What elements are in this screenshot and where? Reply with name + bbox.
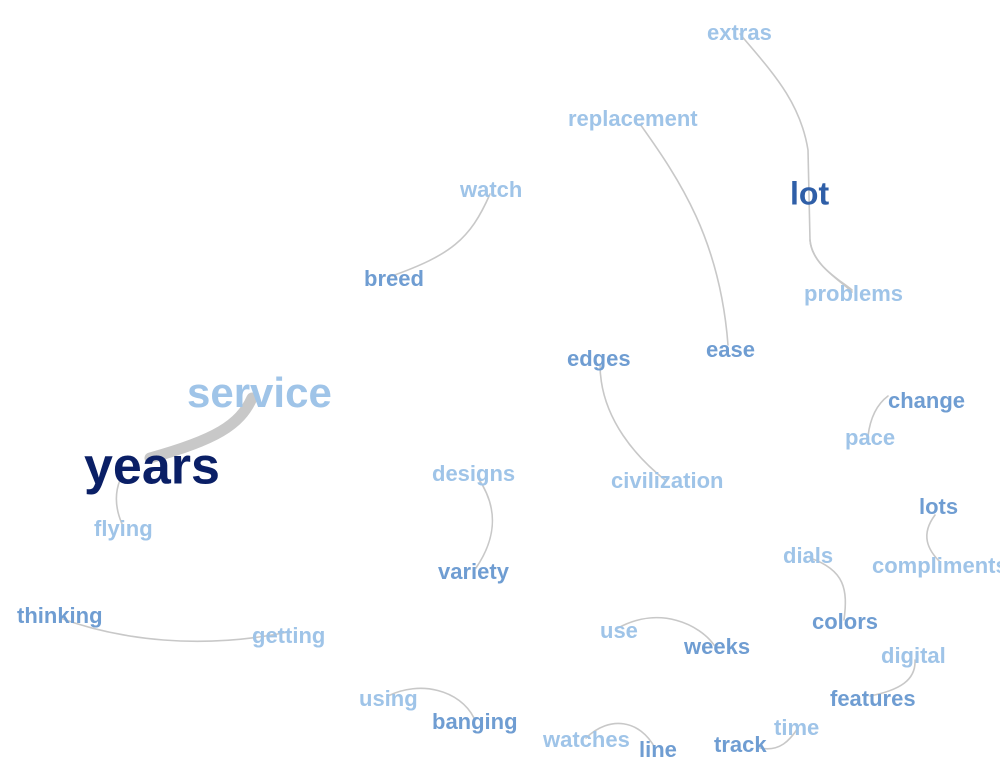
link-years-flying (115, 479, 123, 525)
word-edges: edges (567, 346, 631, 371)
word-lot: lot (790, 175, 829, 211)
link-dials-colors (809, 557, 847, 621)
link-replacement-ease (639, 123, 729, 346)
word-watch: watch (459, 177, 522, 202)
word-replacement: replacement (568, 106, 698, 131)
word-track: track (714, 732, 767, 757)
link-using-banging (387, 687, 475, 719)
word-banging: banging (432, 709, 518, 734)
word-colors: colors (812, 609, 878, 634)
word-compliments: compliments (872, 553, 1000, 578)
word-ease: ease (706, 337, 755, 362)
word-years: years (84, 438, 220, 496)
link-change-pace (867, 395, 889, 437)
words-layer: extras replacement lot watch breed probl… (17, 20, 1000, 762)
word-change: change (888, 388, 965, 413)
word-weeks: weeks (683, 634, 750, 659)
word-getting: getting (252, 623, 325, 648)
link-watch-breed (391, 193, 491, 277)
link-edges-civilization (599, 363, 666, 481)
link-time-track (759, 727, 799, 750)
links-layer (59, 33, 941, 750)
word-dials: dials (783, 543, 833, 568)
word-line: line (639, 737, 677, 762)
word-features: features (830, 686, 916, 711)
link-digital-features (869, 659, 916, 697)
word-problems: problems (804, 281, 903, 306)
link-designs-variety (475, 477, 494, 569)
word-flying: flying (94, 516, 153, 541)
word-designs: designs (432, 461, 515, 486)
word-breed: breed (364, 266, 424, 291)
link-thinking-getting (59, 617, 289, 643)
word-use: use (600, 618, 638, 643)
link-extras-lot (739, 33, 853, 293)
link-lots-compliments (926, 514, 941, 563)
link-lot-problems (809, 239, 853, 291)
word-civilization: civilization (611, 468, 723, 493)
word-using: using (359, 686, 418, 711)
link-watches-line (585, 722, 656, 749)
word-digital: digital (881, 643, 946, 668)
link-service-years (144, 392, 258, 464)
word-thinking: thinking (17, 603, 103, 628)
word-time: time (774, 715, 819, 740)
link-use-weeks (617, 617, 715, 646)
word-watches: watches (542, 727, 630, 752)
word-lots: lots (919, 494, 958, 519)
word-pace: pace (845, 425, 895, 450)
word-service: service (187, 369, 332, 416)
word-extras: extras (707, 20, 772, 45)
word-variety: variety (438, 559, 510, 584)
